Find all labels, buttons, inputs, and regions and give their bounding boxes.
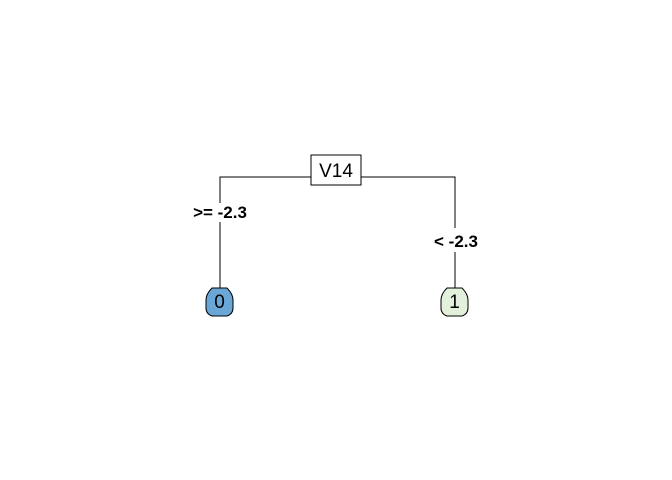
leaf-node-1: 1 — [440, 287, 469, 317]
leaf-node-1-label: 1 — [449, 292, 460, 313]
edge-root-to-right — [361, 176, 456, 228]
root-node-box — [310, 154, 362, 186]
leaf-node-0: 0 — [205, 287, 234, 317]
leaf-node-0-shape — [205, 287, 234, 317]
root-node-label: V14 — [319, 161, 353, 182]
branch-label-left: >= -2.3 — [193, 203, 247, 222]
branch-label-right: < -2.3 — [434, 232, 478, 251]
edge-root-to-left — [219, 176, 311, 203]
leaf-node-0-label: 0 — [214, 292, 225, 313]
root-node: V14 — [310, 154, 362, 186]
leaf-node-1-shape — [440, 287, 469, 317]
